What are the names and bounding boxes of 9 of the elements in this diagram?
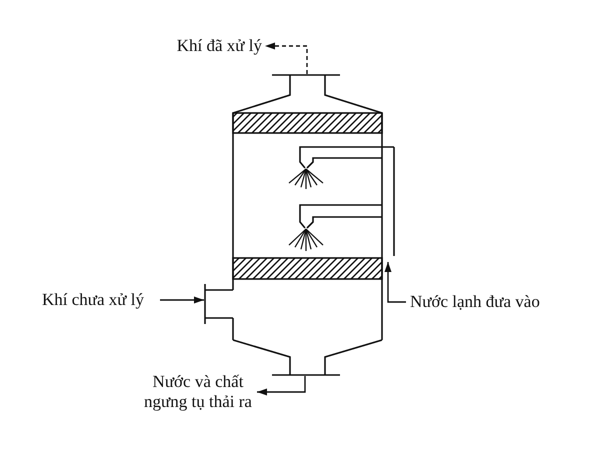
flow-label: Khí đã xử lý: [176, 36, 262, 56]
flow-arrow: [160, 296, 204, 304]
scrubber-tower-drawing: [204, 74, 396, 376]
flow-label: Nước lạnh đưa vào: [410, 292, 540, 312]
flow-arrow: [384, 262, 406, 303]
flow-label: Nước và chất ngưng tụ thải ra: [142, 372, 254, 412]
flow-arrow: [257, 376, 306, 396]
flow-arrow: [265, 42, 308, 74]
flow-label: Khí chưa xử lý: [42, 290, 144, 310]
